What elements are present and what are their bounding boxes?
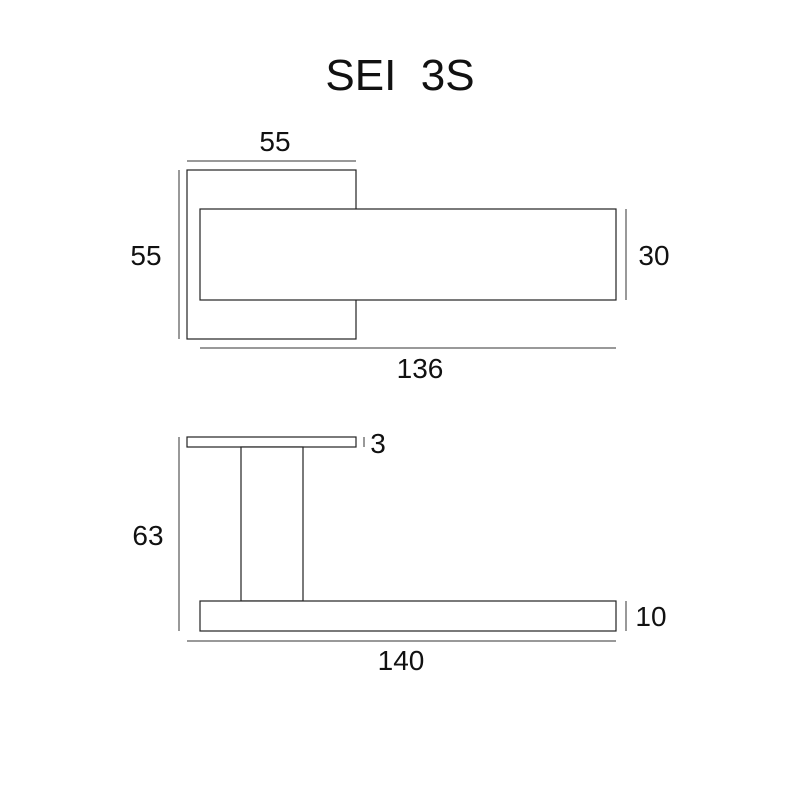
dimension-label-plate-thickness: 3 <box>370 428 386 459</box>
dimension-label-total-height: 63 <box>132 520 163 551</box>
post-outline <box>240 446 304 602</box>
dimension-label-lever-thickness: 10 <box>635 601 666 632</box>
dimension-label-rosette-height: 55 <box>130 240 161 271</box>
side-view: 3 63 10 140 <box>132 428 666 676</box>
dimension-label-lever-length: 136 <box>397 353 444 384</box>
dimension-label-rosette-width: 55 <box>259 126 290 157</box>
lever-outline <box>199 208 617 301</box>
dimension-label-total-length: 140 <box>378 645 425 676</box>
drawing-title: SEI 3S <box>325 51 474 100</box>
dimension-label-lever-height: 30 <box>638 240 669 271</box>
lever-side-outline <box>199 600 617 632</box>
top-view: 55 55 30 136 <box>130 126 669 384</box>
plate-outline <box>186 436 357 448</box>
